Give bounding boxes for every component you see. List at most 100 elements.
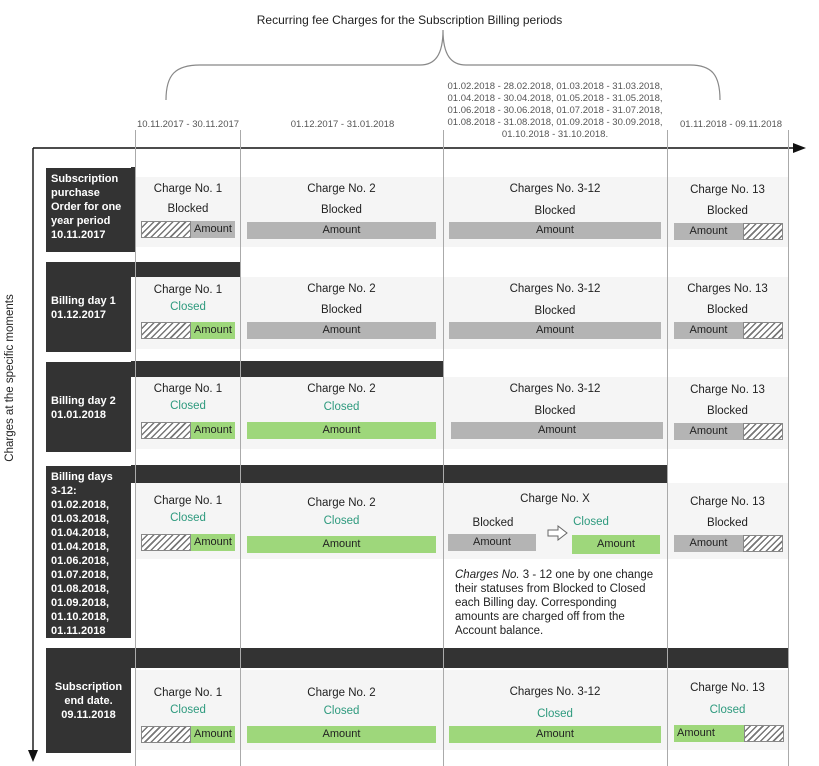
amount-bar-hatched (744, 725, 784, 742)
charge-title: Charge No. 13 (690, 496, 765, 508)
row-header-line: 01.10.2018, (51, 611, 110, 623)
period-label-1: 10.11.2017 - 30.11.2017 (136, 119, 240, 130)
timeline-bar (131, 465, 667, 483)
amount-bar-hatched (141, 422, 191, 439)
note-italic: Charges No. (455, 569, 520, 581)
amount-bar-hatched (141, 534, 191, 551)
row-header-line: 01.04.2018, (51, 541, 110, 553)
row-header-line: Order for one (51, 201, 122, 213)
amount-bar: Amount (451, 422, 663, 439)
charge-status: Blocked (534, 205, 576, 217)
timeline-bar (131, 262, 240, 277)
note-text: 3 - 12 one by one change their statuses … (455, 569, 654, 637)
charge-status: Closed (323, 515, 360, 527)
charge-title: Charge No. 1 (153, 284, 223, 296)
row-header-line: 01.02.2018, (51, 499, 110, 511)
period-divider (788, 130, 789, 766)
charge-title: Charge No. 13 (690, 682, 765, 694)
row-header-line: Subscription (51, 173, 119, 185)
row-header-line: 01.06.2018, (51, 555, 110, 567)
charge-title: Charges No. 3-12 (509, 283, 601, 295)
period-line: 01.06.2018 - 30.06.2018, 01.07.2018 - 31… (447, 105, 663, 116)
charge-title: Charge No. 1 (153, 383, 223, 395)
charge-title: Charge No. 1 (153, 687, 223, 699)
amount-bar: Amount (191, 322, 235, 339)
row-header-line: 01.08.2018, (51, 583, 110, 595)
amount-bar: Amount (449, 222, 661, 239)
charge-status: Closed (170, 704, 206, 716)
amount-bar-to: Amount (572, 535, 660, 554)
period-divider (240, 130, 241, 766)
period-line: 01.08.2018 - 31.08.2018, 01.09.2018 - 30… (447, 117, 663, 128)
amount-bar: Amount (191, 221, 235, 238)
amount-bar: Amount (247, 422, 436, 439)
amount-bar: Amount (191, 534, 235, 551)
row-header-billing-day-2: Billing day 2 01.01.2018 (46, 362, 131, 452)
charge-status-from: Blocked (472, 517, 514, 529)
amount-bar: Amount (191, 422, 235, 439)
charge-title: Charge No. 2 (307, 183, 376, 195)
period-label-4: 01.11.2018 - 09.11.2018 (679, 119, 783, 130)
charge-status: Blocked (534, 305, 576, 317)
transition-arrow-icon (547, 525, 568, 541)
charge-title: Charge No. 1 (153, 495, 223, 507)
amount-bar: Amount (674, 223, 743, 240)
row-header-line: 01.11.2018 (51, 625, 106, 637)
period-line: 01.02.2018 - 28.02.2018, 01.03.2018 - 31… (447, 81, 663, 92)
amount-bar: Amount (449, 322, 661, 339)
charge-status: Closed (537, 708, 573, 720)
charge-title: Charge No. 13 (690, 184, 765, 196)
row-header-subscription-end: Subscription end date. 09.11.2018 (46, 648, 131, 753)
row-header-line: 01.07.2018, (51, 569, 110, 581)
row-header-line: year period (51, 215, 111, 227)
charge-title: Charges No. 3-12 (509, 686, 601, 698)
row-header-line: 01.12.2017 (51, 309, 107, 321)
amount-bar-hatched (743, 535, 783, 552)
charge-status: Closed (170, 512, 206, 524)
amount-bar: Amount (247, 222, 436, 239)
amount-bar-from: Amount (448, 534, 536, 551)
amount-bar: Amount (674, 725, 744, 742)
amount-bar: Amount (247, 322, 436, 339)
amount-bar-hatched (743, 423, 783, 440)
amount-bar-hatched (743, 223, 783, 240)
period-divider (667, 130, 668, 766)
charge-status: Blocked (534, 405, 576, 417)
charge-status-to: Closed (573, 516, 609, 528)
row-header-line: 01.01.2018 (51, 409, 107, 421)
period-label-3: 01.02.2018 - 28.02.2018, 01.03.2018 - 31… (436, 81, 674, 141)
y-axis-arrowhead (28, 750, 38, 762)
row-header-purchase: Subscription purchase Order for one year… (46, 168, 131, 252)
charge-status: Blocked (707, 405, 748, 417)
charge-status: Closed (323, 705, 360, 717)
charge-title: Charge No. 2 (307, 687, 376, 699)
amount-bar: Amount (674, 423, 743, 440)
x-axis-arrowhead (793, 143, 806, 153)
charge-status: Blocked (167, 203, 209, 215)
charge-status: Blocked (321, 304, 362, 316)
top-brace (165, 29, 721, 101)
period-line: 01.04.2018 - 30.04.2018, 01.05.2018 - 31… (447, 93, 663, 104)
y-axis-label: Charges at the specific moments (4, 294, 16, 462)
row-header-line: Billing day 1 (51, 295, 116, 307)
charge-status: Closed (709, 704, 746, 716)
amount-bar: Amount (247, 536, 436, 553)
charge-status: Closed (170, 400, 206, 412)
row-header-line: 01.04.2018, (51, 527, 110, 539)
row-header-line: 09.11.2018 (61, 709, 116, 721)
timeline-bar (131, 361, 443, 377)
row-header-billing-day-1: Billing day 1 01.12.2017 (46, 262, 131, 352)
charge-status: Blocked (707, 517, 748, 529)
charge-status: Blocked (321, 204, 362, 216)
amount-bar: Amount (674, 322, 743, 339)
charge-title: Charge No. 1 (153, 183, 223, 195)
charge-title: Charge No. 2 (307, 497, 376, 509)
row-header-line: 01.03.2018, (51, 513, 110, 525)
charge-title: Charge No. 2 (307, 383, 376, 395)
amount-bar-hatched (141, 221, 191, 238)
charge-title: Charge No. X (520, 493, 590, 505)
timeline-bar (131, 167, 136, 252)
amount-bar: Amount (449, 726, 661, 743)
charges-explanation-note: Charges No. 3 - 12 one by one change the… (455, 568, 660, 638)
